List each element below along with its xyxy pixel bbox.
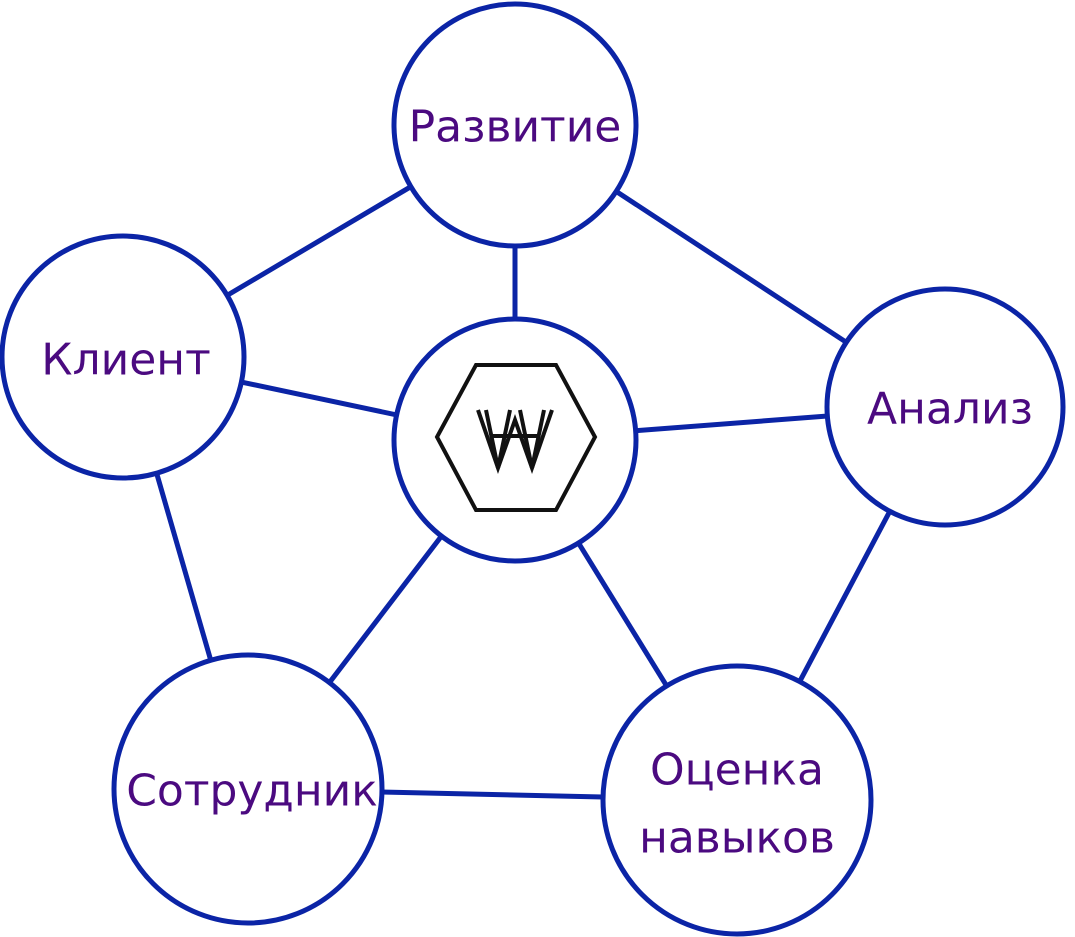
logo-w-left [476,409,554,475]
node-analiz-label: Анализ [867,384,1033,435]
node-sotrudnik-circle [111,652,385,926]
node-razvitie: Развитие [391,1,639,249]
node-razvitie-label: Развитие [409,102,622,153]
node-center [391,316,639,564]
node-ocenka-navykov: Оценка навыков [600,663,874,937]
logo-w-inner-right [518,409,546,469]
logo-hexagon [434,363,598,512]
node-razvitie-circle [391,1,639,249]
hexagon-w-logo-icon [434,363,598,512]
node-ocenka-navykov-label-line1: Оценка [650,745,824,796]
node-sotrudnik: Сотрудник [111,652,385,926]
node-analiz: Анализ [824,286,1066,528]
node-ocenka-navykov-label-line2: навыков [639,813,835,864]
node-klient-label: Клиент [41,335,210,386]
node-klient-circle [0,233,247,481]
node-analiz-circle [824,286,1066,528]
node-sotrudnik-label: Сотрудник [126,766,378,817]
node-ocenka-navykov-circle [600,663,874,937]
node-center-circle [391,316,639,564]
logo-w-inner [484,409,512,469]
node-klient: Клиент [0,233,247,481]
